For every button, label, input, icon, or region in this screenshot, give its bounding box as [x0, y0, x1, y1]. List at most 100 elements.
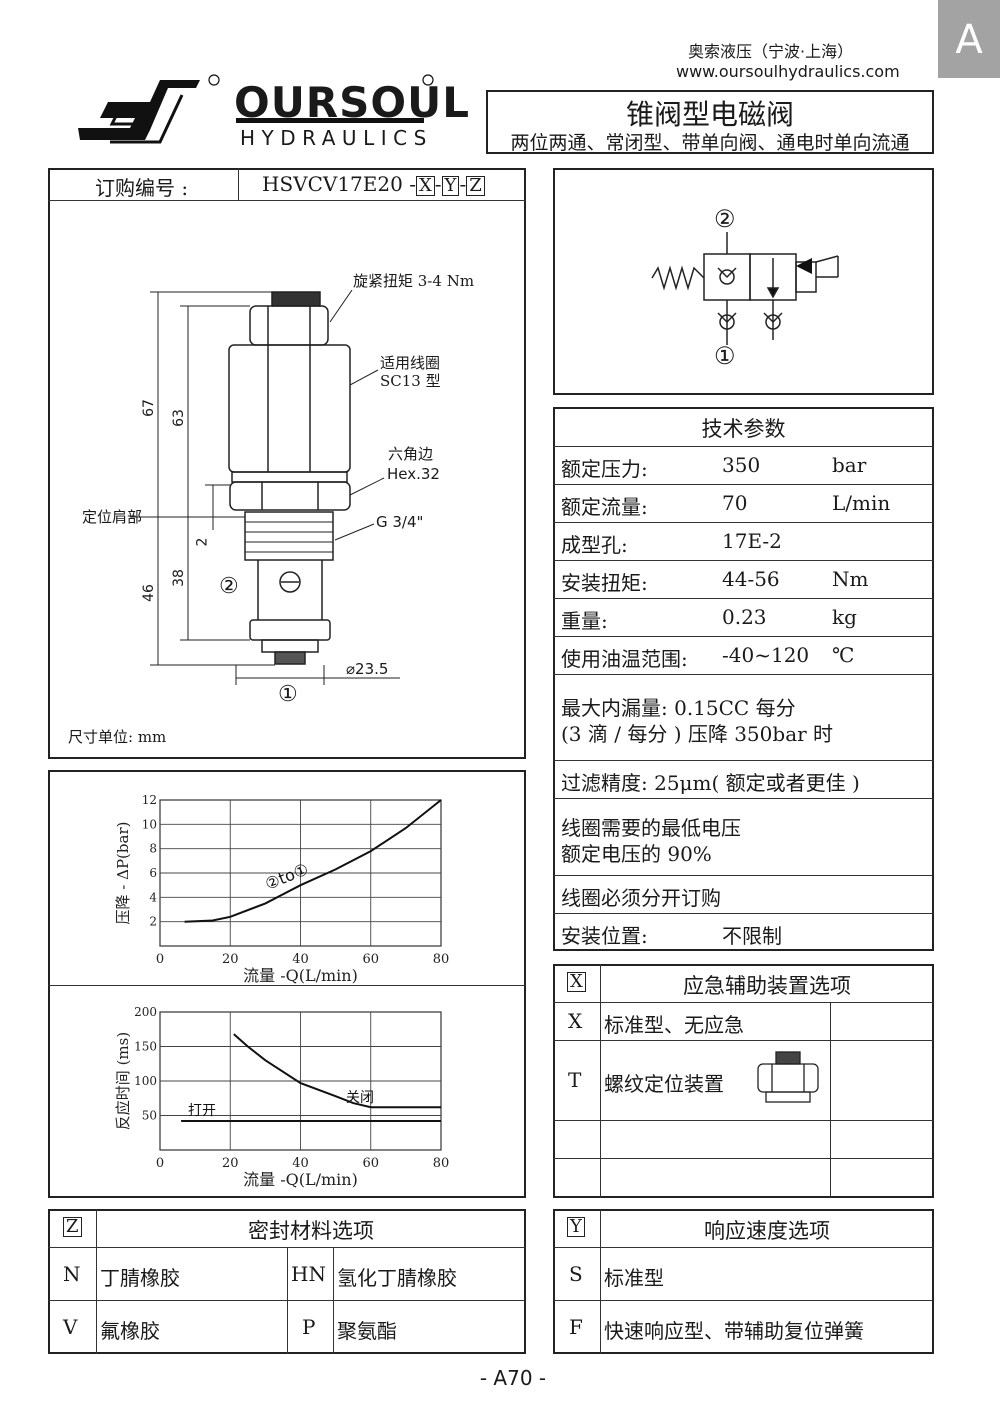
y-tick-label: 2 [149, 915, 157, 929]
thread-label: G 3/4" [376, 513, 424, 531]
x-tick-label: 40 [292, 952, 309, 967]
leak-line-1: 最大内漏量: 0.15CC 每分 [561, 696, 796, 720]
tech-param-label: 额定流量: [561, 495, 648, 519]
company-name: 奥索液压（宁波·上海） [688, 42, 854, 61]
z-code: V [63, 1315, 78, 1339]
tech-param-value: 17E-2 [722, 529, 782, 553]
z-code: P [302, 1315, 316, 1339]
x-key: X [567, 972, 586, 992]
y-options-table [553, 1209, 934, 1354]
series-label: 关闭 [346, 1090, 374, 1106]
y-tick-label: 10 [142, 817, 157, 831]
order-code: HSVCV17E20 -X-Y-Z [262, 172, 485, 196]
tech-param-unit: kg [832, 605, 857, 629]
order-z-box: Z [466, 176, 485, 196]
hex-label: 六角边 [388, 445, 434, 463]
torque-label: 旋紧扭矩 3-4 Nm [353, 272, 475, 290]
y-desc: 快速响应型、带辅助复位弹簧 [604, 1319, 864, 1343]
x-tick-label: 40 [292, 1156, 309, 1171]
y-code: F [569, 1315, 583, 1339]
z-options-title: 密封材料选项 [248, 1219, 374, 1243]
x-tick-label: 0 [156, 952, 164, 967]
charts-box [48, 770, 526, 1198]
tech-param-unit: bar [832, 453, 867, 477]
tech-param-value: 70 [722, 491, 748, 515]
y-tick-label: 8 [149, 842, 157, 856]
order-y-box: Y [441, 176, 460, 196]
coil-label: 适用线圈 [380, 354, 441, 372]
x-desc-0: 标准型、无应急 [604, 1013, 744, 1037]
y-tick-label: 12 [142, 793, 157, 807]
page-subtitle: 两位两通、常闭型、带单向阀、通电时单向流通 [510, 132, 910, 154]
tech-param-unit: Nm [832, 567, 869, 591]
z-key: Z [63, 1217, 82, 1237]
diameter-value: 23.5 [355, 660, 389, 678]
filter-spec: 过滤精度: 25μm( 额定或者更佳 ) [561, 771, 860, 795]
drawing-box [48, 168, 526, 759]
tech-param-label: 使用油温范围: [561, 647, 688, 671]
dash: - [434, 172, 442, 196]
x-tick-label: 60 [362, 952, 379, 967]
symbol-port-1: ① [714, 342, 736, 370]
x-axis-label: 流量 -Q(L/min) [243, 1170, 358, 1189]
y-tick-label: 100 [134, 1074, 157, 1088]
x-code-0: X [568, 1009, 583, 1033]
series-line [184, 799, 442, 923]
tech-param-label: 安装扭矩: [561, 571, 648, 595]
dash: - [459, 172, 467, 196]
x-options-title: 应急辅助装置选项 [683, 974, 851, 998]
leak-line-2: (3 滴 / 每分 ) 压降 350bar 时 [561, 722, 834, 746]
brand-sub: HYDRAULICS [240, 126, 433, 150]
x-tick-label: 20 [222, 1156, 239, 1171]
y-tick-label: 50 [142, 1109, 157, 1123]
z-code: HN [291, 1262, 326, 1286]
z-desc: 氟橡胶 [100, 1319, 160, 1343]
tech-param-value: 350 [722, 453, 761, 477]
order-x-box: X [415, 176, 435, 196]
symbol-box [553, 168, 934, 395]
brand-name: OURSOUL [234, 78, 470, 127]
tech-param-label: 成型孔: [561, 533, 628, 557]
x-tick-label: 60 [362, 1156, 379, 1171]
unit-note: 尺寸单位: mm [68, 728, 167, 746]
order-label: 订购编号 : [95, 176, 189, 200]
x-tick-label: 0 [156, 1156, 164, 1171]
tech-title: 技术参数 [701, 417, 786, 441]
section-tab: A [938, 0, 1000, 78]
tech-param-value: -40~120 [722, 643, 810, 667]
z-desc: 氢化丁腈橡胶 [337, 1266, 457, 1290]
z-desc: 丁腈橡胶 [100, 1266, 180, 1290]
x-tick-label: 20 [222, 952, 239, 967]
title-box: 锥阀型电磁阀 两位两通、常闭型、带单向阀、通电时单向流通 [486, 90, 934, 154]
y-tick-label: 4 [149, 890, 157, 904]
z-code: N [63, 1262, 81, 1286]
tech-params-table [553, 407, 934, 951]
position-value: 不限制 [722, 924, 782, 948]
y-tick-label: 6 [149, 866, 157, 880]
order-code-base: HSVCV17E20 - [262, 172, 416, 196]
coil-type-label: SC13 型 [380, 372, 441, 390]
y-tick-label: 150 [134, 1040, 157, 1054]
page-title: 锥阀型电磁阀 [625, 98, 794, 131]
tech-param-unit: ℃ [832, 643, 855, 667]
y-axis-label: 反应时间 (ms) [114, 1032, 132, 1130]
y-options-title: 响应速度选项 [704, 1219, 830, 1243]
x-axis-label: 流量 -Q(L/min) [243, 966, 358, 985]
shoulder-label: 定位肩部 [82, 508, 143, 526]
tech-param-label: 额定压力: [561, 457, 648, 481]
series-label: 打开 [188, 1102, 216, 1119]
position-label: 安装位置: [561, 924, 648, 948]
x-tick-label: 80 [433, 952, 450, 967]
y-key: Y [567, 1217, 585, 1237]
y-code: S [569, 1262, 583, 1286]
company-website[interactable]: www.oursoulhydraulics.com [676, 62, 900, 81]
x-tick-label: 80 [433, 1156, 450, 1171]
x-code-1: T [568, 1068, 582, 1092]
x-desc-1: 螺纹定位装置 [604, 1072, 724, 1096]
z-desc: 聚氨酯 [337, 1319, 397, 1343]
symbol-port-2: ② [714, 205, 736, 233]
